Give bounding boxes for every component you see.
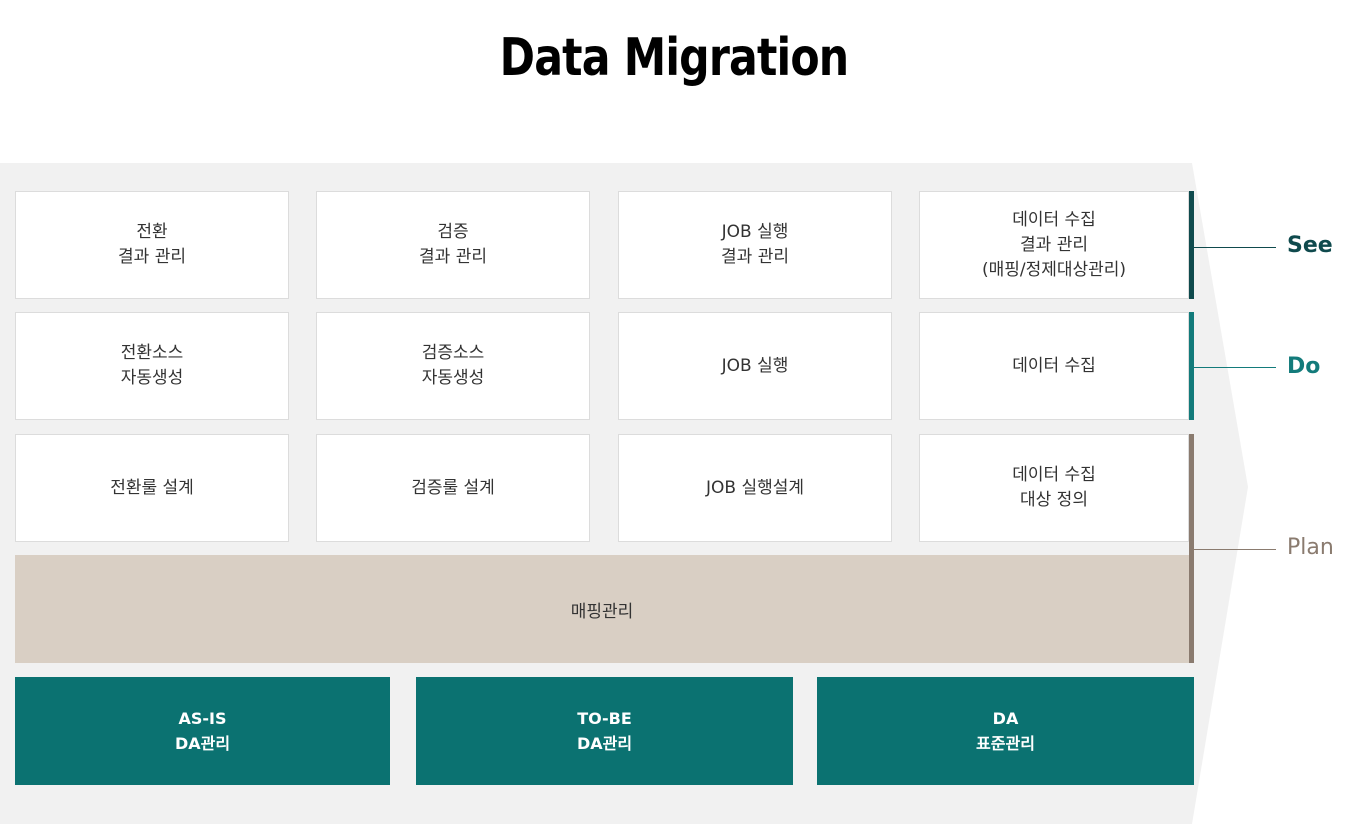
cell-job-execution: JOB 실행 [618,312,892,420]
cell-data-collection: 데이터 수집 [919,312,1189,420]
do-phase-bar [1189,312,1194,420]
see-phase-bar [1189,191,1194,299]
plan-phase-bar [1189,434,1194,663]
cell-verification-source-autogen: 검증소스 자동생성 [316,312,590,420]
do-connector-line [1194,367,1276,368]
cell-job-execution-design: JOB 실행설계 [618,434,892,542]
do-phase-label: Do [1287,354,1321,379]
cell-conversion-rule-design: 전환룰 설계 [15,434,289,542]
see-phase-label: See [1287,233,1333,258]
cell-conversion-result-management: 전환 결과 관리 [15,191,289,299]
da-standard-management-box: DA 표준관리 [817,677,1194,785]
cell-verification-result-management: 검증 결과 관리 [316,191,590,299]
page-title: Data Migration [499,28,850,88]
cell-job-result-management: JOB 실행 결과 관리 [618,191,892,299]
cell-verification-rule-design: 검증룰 설계 [316,434,590,542]
asis-da-management-box: AS-IS DA관리 [15,677,390,785]
plan-connector-line [1194,549,1276,550]
tobe-da-management-box: TO-BE DA관리 [416,677,793,785]
see-connector-line [1194,247,1276,248]
cell-conversion-source-autogen: 전환소스 자동생성 [15,312,289,420]
plan-phase-label: Plan [1287,535,1334,560]
cell-data-collection-target-definition: 데이터 수집 대상 정의 [919,434,1189,542]
mapping-management-band: 매핑관리 [15,555,1189,663]
cell-data-collection-result-management: 데이터 수집 결과 관리 (매핑/정제대상관리) [919,191,1189,299]
